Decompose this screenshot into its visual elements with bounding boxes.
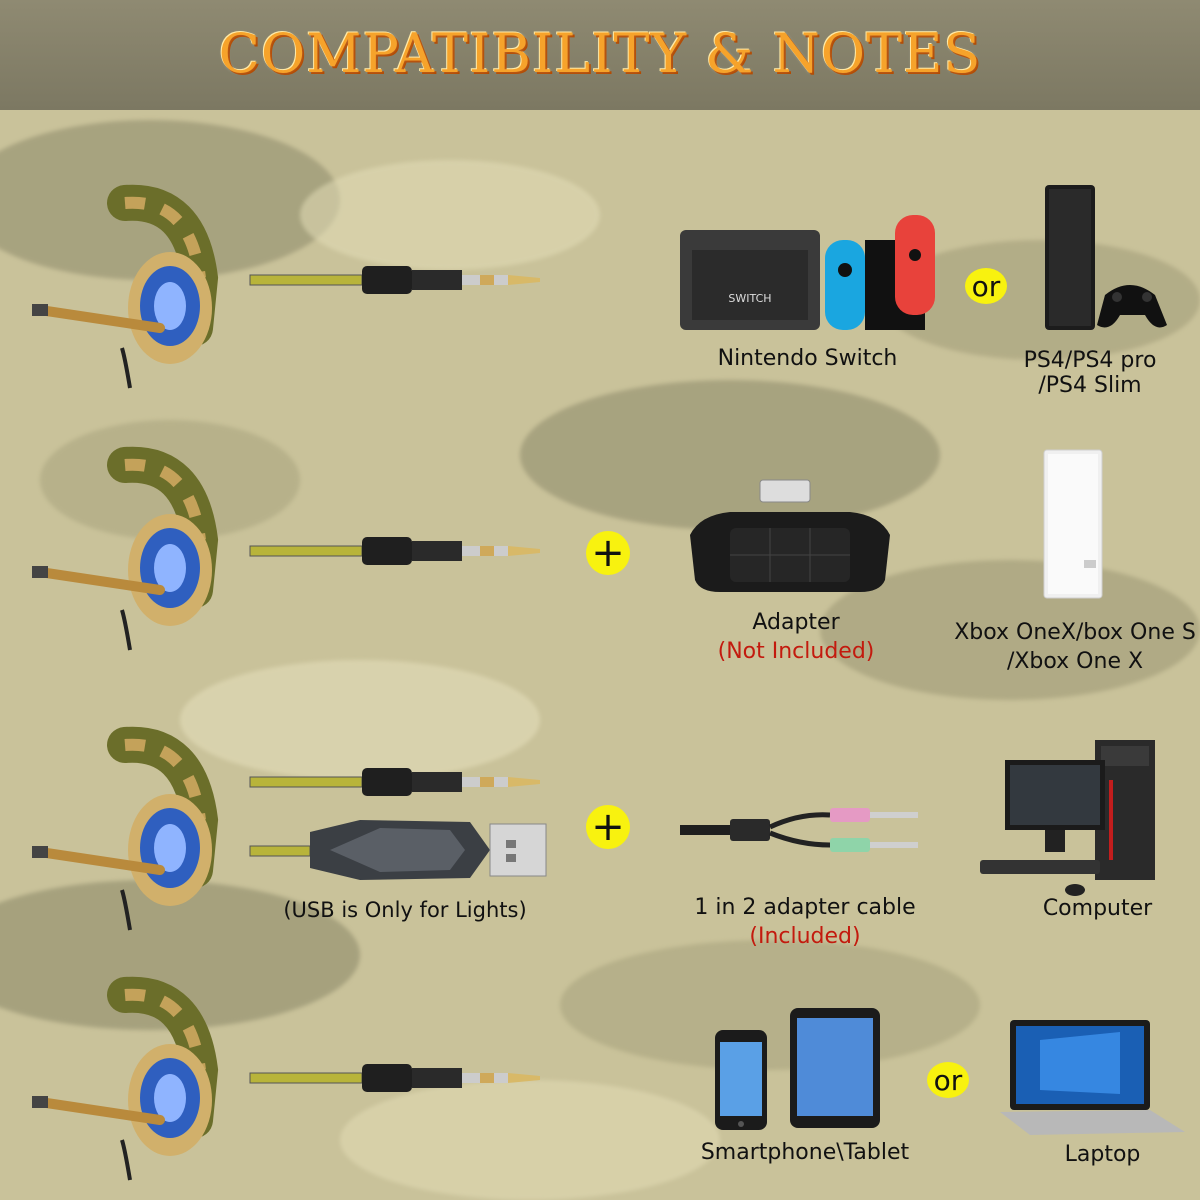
smartphone-tablet-icon bbox=[715, 1008, 880, 1130]
row-switch-ps4: SWITCH or Nintendo Switch PS4/PS4 pro /P… bbox=[0, 180, 1200, 420]
svg-text:SWITCH: SWITCH bbox=[728, 292, 771, 305]
splitter-note: (Included) bbox=[749, 924, 861, 949]
usb-cable-icon bbox=[249, 820, 547, 880]
ps4-console-icon bbox=[1045, 185, 1167, 330]
headset-icon bbox=[32, 446, 219, 651]
label-nintendo-switch: Nintendo Switch bbox=[717, 346, 898, 371]
or-joiner: or bbox=[965, 268, 1007, 304]
nintendo-switch-icon: SWITCH bbox=[680, 215, 935, 330]
headset-icon bbox=[32, 184, 219, 389]
headset-icon bbox=[32, 726, 219, 931]
label-xbox-line2: /Xbox One X bbox=[1006, 649, 1144, 674]
desktop-computer-icon bbox=[980, 740, 1155, 896]
adapter-note: (Not Included) bbox=[717, 639, 875, 664]
label-ps4-line2: /PS4 Slim bbox=[1038, 373, 1142, 398]
row-xbox: + Adapter (Not Included) Xbox OneX/box O… bbox=[0, 440, 1200, 690]
label-xbox: Xbox OneX/box One S /Xbox One X bbox=[950, 620, 1200, 674]
label-splitter: 1 in 2 adapter cable (Included) bbox=[660, 895, 950, 949]
or-joiner: or bbox=[927, 1062, 969, 1098]
plus-joiner: + bbox=[586, 531, 630, 575]
label-ps4-line1: PS4/PS4 pro bbox=[1023, 348, 1157, 373]
adapter-name: Adapter bbox=[752, 610, 840, 635]
xbox-one-s-console-icon bbox=[1043, 449, 1103, 599]
label-ps4: PS4/PS4 pro /PS4 Slim bbox=[1000, 348, 1180, 398]
audio-jack-cable-icon bbox=[249, 537, 540, 565]
label-laptop: Laptop bbox=[1064, 1142, 1141, 1167]
splitter-cable-icon bbox=[680, 808, 918, 852]
label-adapter: Adapter (Not Included) bbox=[670, 610, 922, 664]
label-xbox-line1: Xbox OneX/box One S bbox=[954, 620, 1196, 645]
plus-joiner: + bbox=[586, 805, 630, 849]
row-mobile-laptop: or Smartphone\Tablet Laptop bbox=[0, 970, 1200, 1200]
page-title: COMPATIBILITY & NOTES bbox=[218, 22, 982, 85]
label-usb-note: (USB is Only for Lights) bbox=[283, 898, 527, 922]
splitter-name: 1 in 2 adapter cable bbox=[694, 895, 916, 920]
label-smartphone-tablet: Smartphone\Tablet bbox=[700, 1140, 910, 1165]
stereo-adapter-icon bbox=[690, 479, 890, 592]
audio-jack-cable-icon bbox=[249, 1064, 540, 1092]
audio-jack-cable-icon bbox=[249, 266, 540, 294]
header-bar: COMPATIBILITY & NOTES bbox=[0, 0, 1200, 110]
label-computer: Computer bbox=[1042, 896, 1153, 921]
audio-jack-cable-icon bbox=[249, 768, 540, 796]
row-computer: + (USB is Only for Lights) 1 in 2 adapte… bbox=[0, 720, 1200, 960]
headset-icon bbox=[32, 976, 219, 1181]
laptop-icon bbox=[1000, 1020, 1185, 1135]
